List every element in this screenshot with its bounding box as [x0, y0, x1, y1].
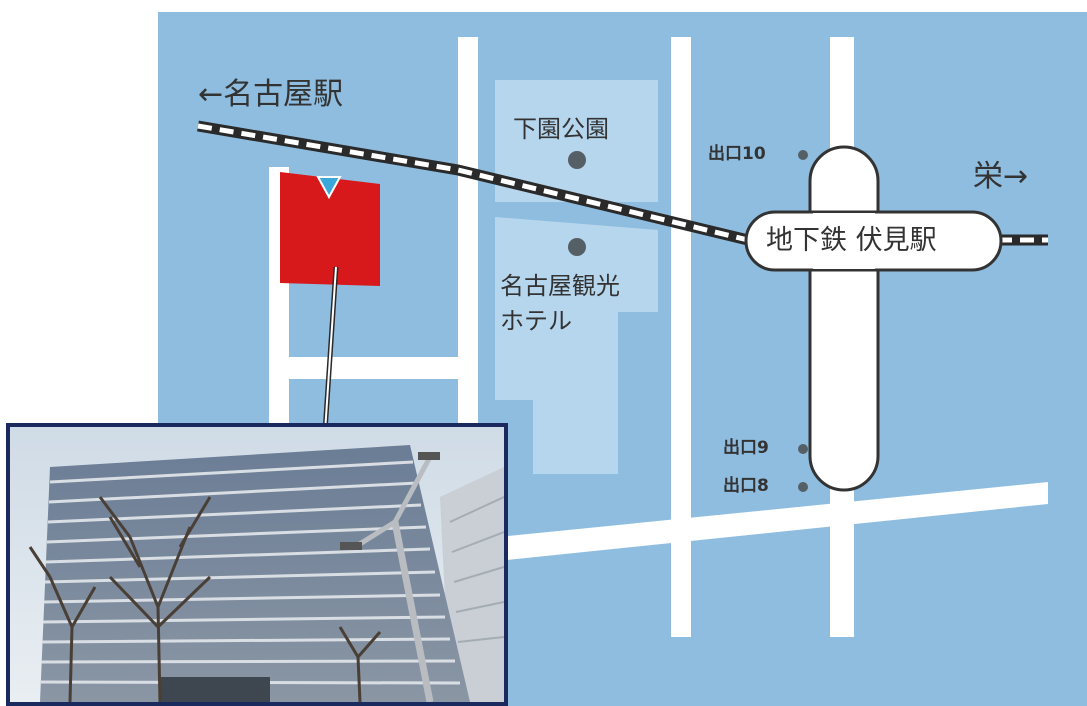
- circle-dot-icon: [568, 238, 586, 256]
- main-building: [40, 445, 470, 702]
- entrance: [160, 677, 270, 702]
- label-exit10: 出口10: [708, 144, 766, 164]
- label-to-sakae: 栄→: [973, 159, 1029, 194]
- neighbor-building-grid: [449, 496, 504, 643]
- label-station: 地下鉄 伏見駅: [766, 225, 937, 256]
- road-horizontal-2: [468, 482, 1048, 564]
- label-to-nagoya-station: ←名古屋駅: [198, 77, 344, 112]
- main-building-floors: [39, 460, 461, 685]
- park-block: [495, 80, 658, 202]
- circle-dot-icon: [568, 151, 586, 169]
- label-hotel-line2: ホテル: [500, 307, 572, 335]
- triangle-pin-icon: [316, 176, 342, 200]
- railway: [197, 120, 1048, 246]
- hotel-block: [495, 217, 658, 474]
- building-marker: [280, 172, 380, 286]
- exit10-dot-icon: [798, 150, 808, 160]
- exit8-dot-icon: [798, 482, 808, 492]
- building-photo-image: [10, 427, 504, 702]
- label-exit8: 出口8: [723, 476, 769, 496]
- street-lamp-pole: [391, 521, 434, 702]
- building-photo: [6, 423, 508, 706]
- rail-west-dash: [197, 123, 749, 243]
- bare-tree: [28, 496, 382, 702]
- road-vertical-3: [671, 37, 691, 637]
- label-park: 下園公園: [513, 115, 609, 143]
- exit9-dot-icon: [798, 444, 808, 454]
- label-hotel-line1: 名古屋観光: [500, 272, 620, 300]
- station-overlap-cover: [813, 213, 875, 269]
- street-lamp-head-upper: [418, 452, 440, 460]
- label-exit9: 出口9: [723, 438, 769, 458]
- street-lamp-head: [340, 542, 362, 550]
- station-concourse: [808, 145, 880, 492]
- road-horizontal-1: [269, 357, 478, 379]
- street-lamp-arm-upper: [392, 455, 433, 524]
